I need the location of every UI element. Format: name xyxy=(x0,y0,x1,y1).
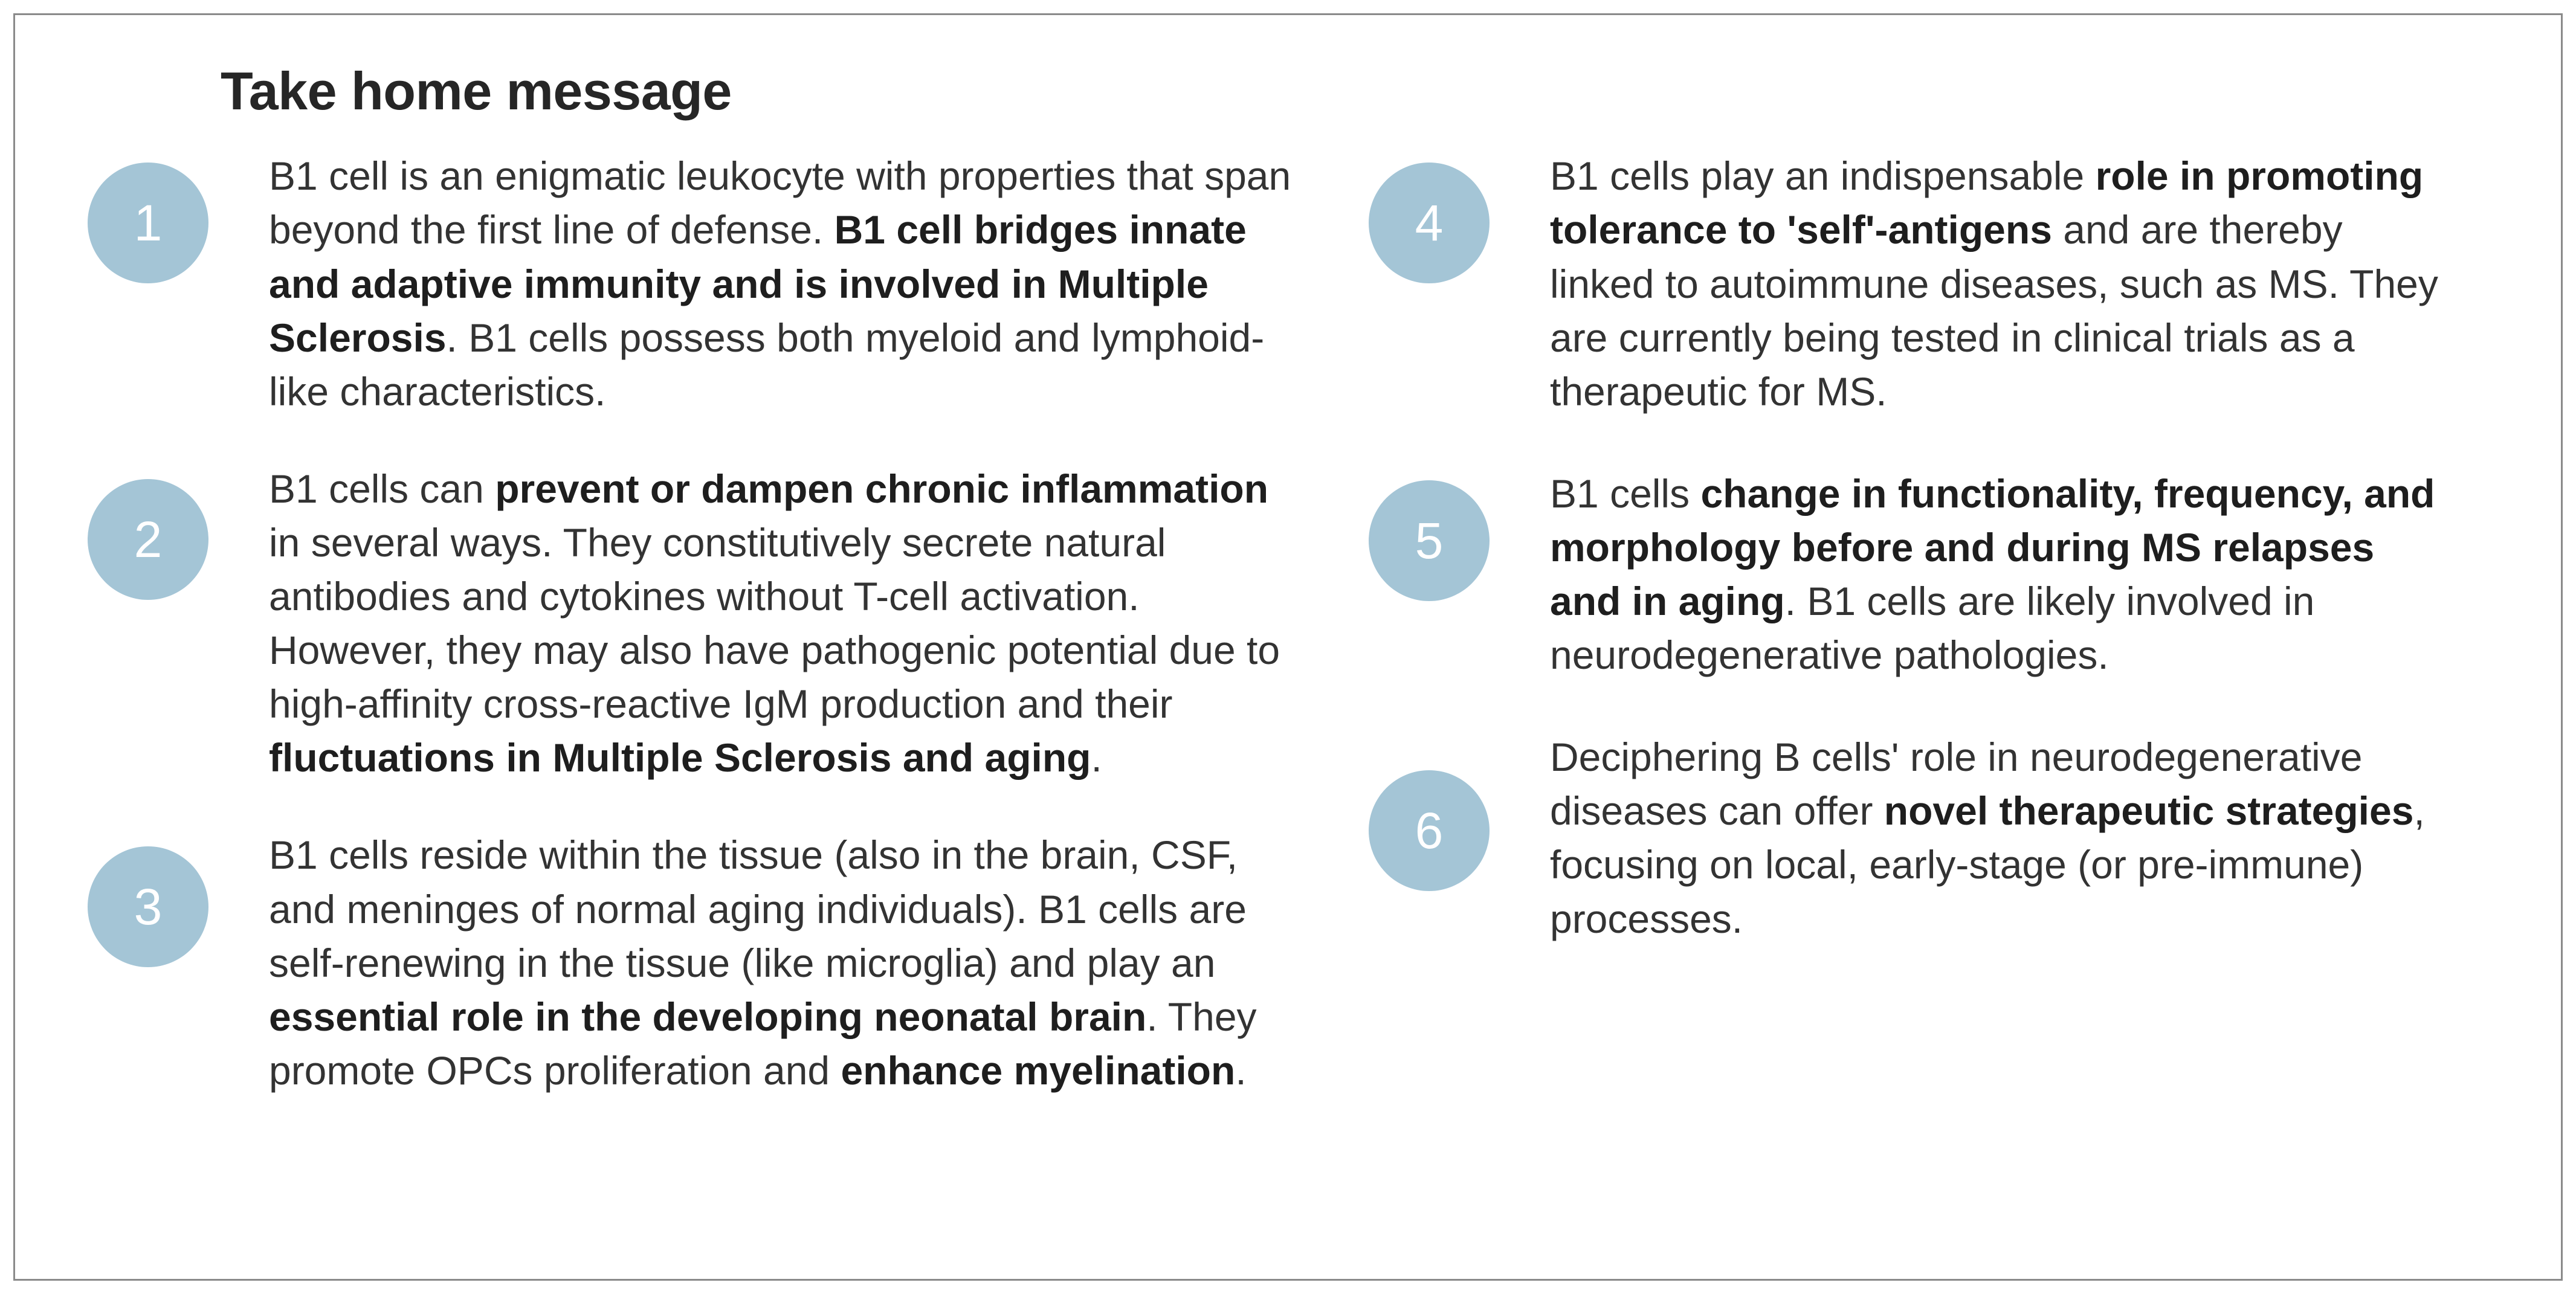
slide-content: Take home message 1 B1 cell is an enigma… xyxy=(15,15,2561,1279)
points-column-right: 4 B1 cells play an indispensable role in… xyxy=(1369,149,2450,945)
page-title: Take home message xyxy=(221,61,732,121)
badge-cell-3: 3 xyxy=(88,828,269,968)
slide-frame-border: Take home message 1 B1 cell is an enigma… xyxy=(13,13,2563,1281)
number-badge-5: 5 xyxy=(1369,480,1490,601)
list-item-4: 4 B1 cells play an indispensable role in… xyxy=(1369,149,2450,418)
badge-cell-5: 5 xyxy=(1369,467,1550,601)
badge-cell-2: 2 xyxy=(88,462,269,600)
point-text-4: B1 cells play an indispensable role in p… xyxy=(1550,153,2438,414)
number-badge-1: 1 xyxy=(88,163,208,284)
number-badge-2: 2 xyxy=(88,478,208,600)
list-item-5: 5 B1 cells change in functionality, freq… xyxy=(1369,467,2450,682)
point-text-3: B1 cells reside within the tissue (also … xyxy=(269,832,1257,1093)
number-badge-4: 4 xyxy=(1369,163,1490,284)
points-column-left: 1 B1 cell is an enigmatic leukocyte with… xyxy=(88,149,1302,1098)
badge-cell-1: 1 xyxy=(88,149,269,284)
badge-cell-6: 6 xyxy=(1369,730,1550,892)
number-badge-3: 3 xyxy=(88,846,208,968)
number-badge-6: 6 xyxy=(1369,770,1490,892)
point-text-6: Deciphering B cells' role in neurodegene… xyxy=(1550,735,2425,941)
point-text-2: B1 cells can prevent or dampen chronic i… xyxy=(269,466,1280,781)
list-item-6: 6 Deciphering B cells' role in neurodege… xyxy=(1369,730,2450,945)
list-item-1: 1 B1 cell is an enigmatic leukocyte with… xyxy=(88,149,1302,418)
badge-cell-4: 4 xyxy=(1369,149,1550,284)
list-item-2: 2 B1 cells can prevent or dampen chronic… xyxy=(88,462,1302,785)
point-text-1: B1 cell is an enigmatic leukocyte with p… xyxy=(269,153,1291,414)
points-columns: 1 B1 cell is an enigmatic leukocyte with… xyxy=(88,149,2488,1098)
point-text-5: B1 cells change in functionality, freque… xyxy=(1550,471,2435,678)
list-item-3: 3 B1 cells reside within the tissue (als… xyxy=(88,828,1302,1097)
